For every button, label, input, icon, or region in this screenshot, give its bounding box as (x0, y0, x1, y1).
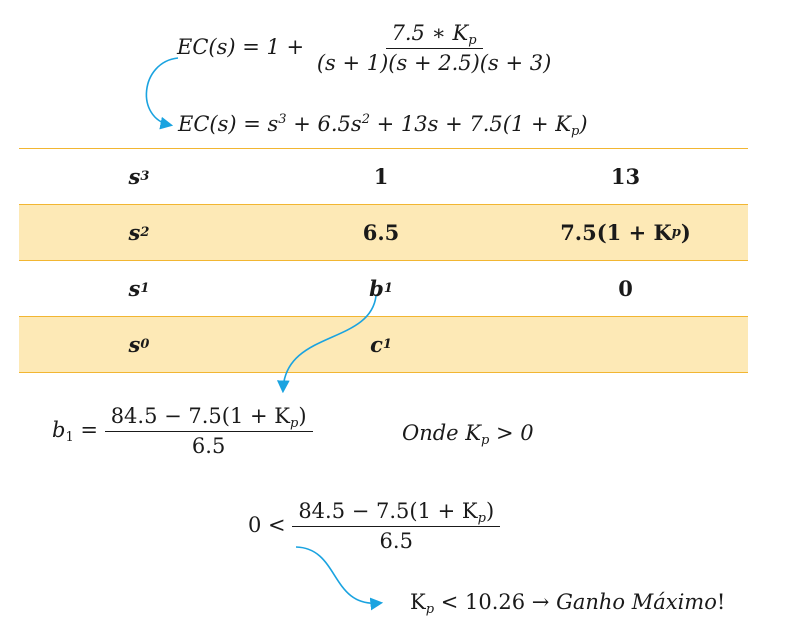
b1-equation: b1 = 84.5 − 7.5(1 + Kp)6.5 (52, 404, 313, 459)
inequality-equation: 0 < 84.5 − 7.5(1 + Kp)6.5 (248, 499, 501, 554)
row-col2: 0 (618, 276, 633, 301)
row-col2: 13 (610, 164, 641, 189)
b1-denominator: 6.5 (191, 434, 226, 459)
row-col1: 1 (373, 164, 389, 189)
eq1-lhs: EC(s) = 1 + (177, 35, 311, 60)
row-col1: 6.5 (362, 220, 400, 245)
arrow-inequality-to-result (295, 546, 384, 611)
inequality-fraction: 84.5 − 7.5(1 + Kp)6.5 (292, 499, 501, 554)
eq1-numerator: 7.5 ∗ Kp (385, 21, 483, 50)
eq1-denominator: (s + 1)(s + 2.5)(s + 3) (316, 51, 552, 76)
result-text: Kp < 10.26 → Ganho Máximo! (410, 590, 726, 617)
eq1-fraction: 7.5 ∗ Kp(s + 1)(s + 2.5)(s + 3) (311, 21, 557, 76)
inequality-numerator: 84.5 − 7.5(1 + Kp) (292, 499, 501, 528)
arrow-b1-to-equation (276, 295, 377, 394)
condition-text: Onde Kp > 0 (402, 421, 534, 448)
characteristic-equation-fraction: EC(s) = 1 + 7.5 ∗ Kp(s + 1)(s + 2.5)(s +… (177, 21, 557, 76)
characteristic-polynomial: EC(s) = s3 + 6.5s2 + 13s + 7.5(1 + Kp) (178, 111, 588, 139)
b1-fraction: 84.5 − 7.5(1 + Kp)6.5 (104, 404, 313, 459)
inequality-denominator: 6.5 (379, 529, 413, 554)
arrow-eq1-to-eq2 (145, 57, 179, 130)
b1-numerator: 84.5 − 7.5(1 + Kp) (104, 404, 313, 433)
